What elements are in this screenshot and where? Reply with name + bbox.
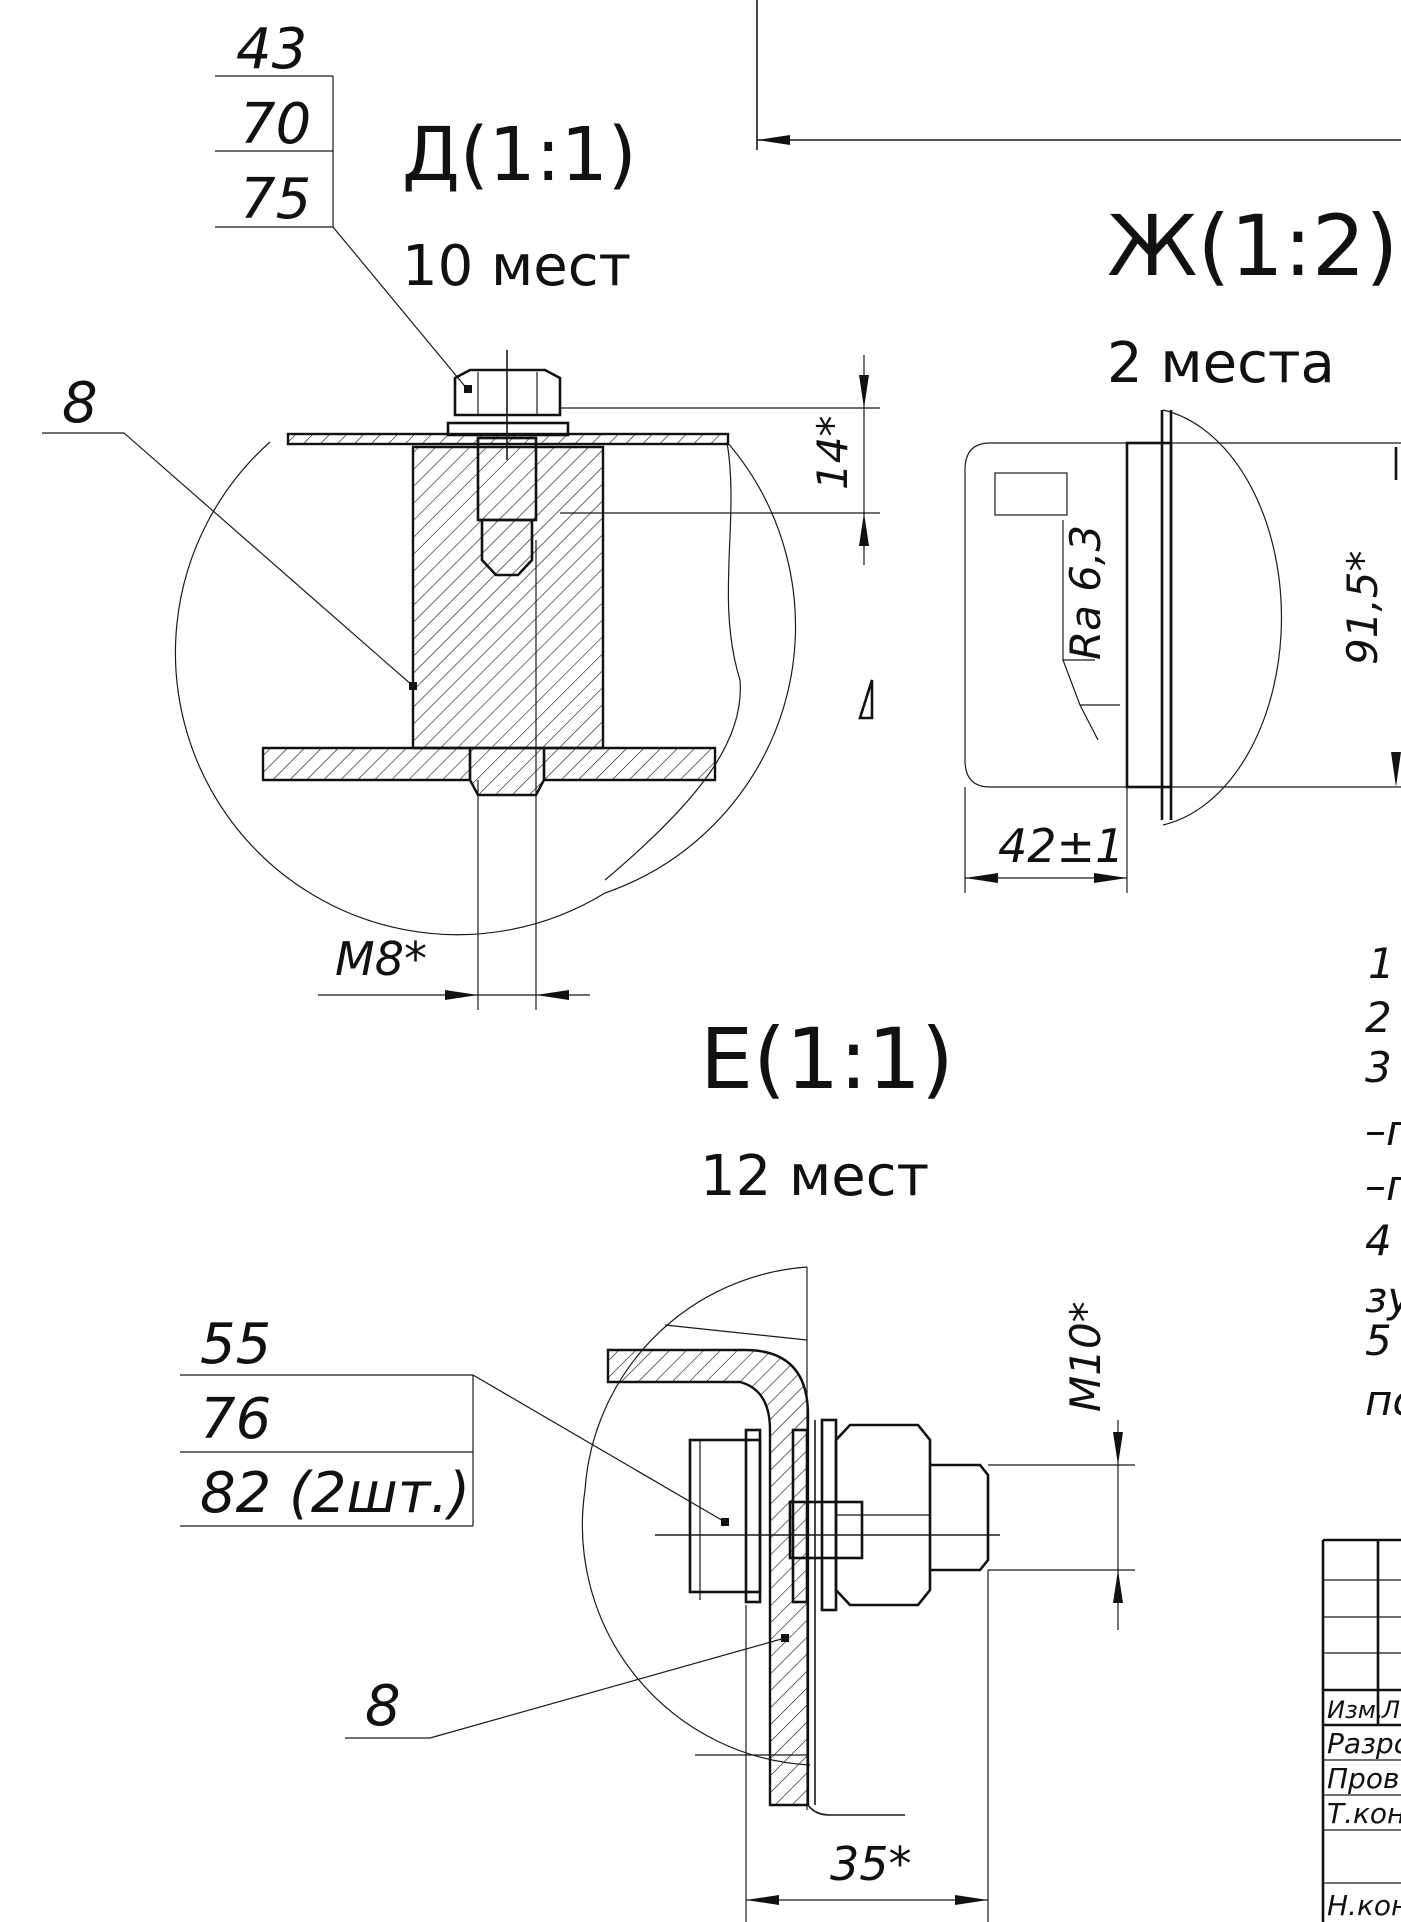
leader-number: 70 <box>240 92 311 157</box>
title-block-cell: Пров. <box>1327 1762 1401 1795</box>
note-line: 1 <box>1368 939 1395 988</box>
title-block-cell: Л <box>1381 1696 1400 1724</box>
note-line: 4 <box>1365 1216 1392 1265</box>
detail-circle <box>174 441 797 936</box>
title-block-cell: Разрс <box>1327 1727 1401 1760</box>
note-line: 5 <box>1365 1316 1392 1365</box>
note-line: зу <box>1365 1273 1401 1322</box>
view-d-title: Д(1:1) <box>402 112 637 198</box>
leader-number: 76 <box>200 1387 271 1452</box>
view-e-dim-thread: M10* <box>1061 1301 1110 1412</box>
leader-number: 75 <box>240 167 311 232</box>
view-e-dim-length: 35* <box>830 1837 912 1891</box>
view-zh-dim-width: 42±1 <box>998 819 1124 873</box>
notes-fragment: 1 2 3 –п –п 4 зу 5 пс <box>1365 939 1401 1425</box>
title-block-cell: Н.конт <box>1327 1889 1401 1922</box>
view-d-leader-stack: 43 70 75 <box>215 17 472 393</box>
note-line: 3 <box>1365 1043 1392 1092</box>
title-block-cell: Т.конт <box>1327 1797 1401 1830</box>
view-d: Д(1:1) 10 мест 43 70 75 8 <box>42 17 880 1010</box>
view-zh-count: 2 места <box>1107 331 1335 396</box>
view-d-count: 10 мест <box>402 234 631 299</box>
view-e-part-label: 8 <box>365 1674 401 1739</box>
view-d-dim-height: 14* <box>808 416 857 490</box>
note-line: 2 <box>1365 993 1392 1042</box>
title-block: Изм. Л Разрс Пров. Т.конт Н.конт <box>1321 1538 1401 1922</box>
view-e-title: Е(1:1) <box>700 1010 954 1108</box>
frame-top-right <box>756 0 1401 150</box>
note-line: –п <box>1365 1161 1401 1210</box>
note-line: пс <box>1365 1376 1401 1425</box>
view-zh-dim-height: 91,5* <box>1338 550 1387 665</box>
title-block-cell: Изм. <box>1327 1696 1383 1724</box>
standoff <box>411 445 605 750</box>
leader-number: 43 <box>236 17 307 82</box>
view-d-dim-thread: M8* <box>335 932 427 986</box>
view-e-count: 12 мест <box>700 1144 929 1209</box>
leader-number: 55 <box>200 1312 271 1377</box>
bolt-head <box>453 368 562 417</box>
view-zh: Ж(1:2) 2 места Ra 6,3 91,5* 42±1 <box>964 197 1401 893</box>
view-e: Е(1:1) 12 мест 55 76 82 (2шт.) 8 <box>180 1010 1135 1922</box>
leader-number: 82 (2шт.) <box>200 1461 470 1526</box>
note-line: –п <box>1365 1106 1401 1155</box>
view-zh-title: Ж(1:2) <box>1107 197 1398 295</box>
roughness-label: Ra 6,3 <box>1061 525 1110 660</box>
view-d-part-label: 8 <box>62 371 98 436</box>
detail-circle <box>581 1266 811 1766</box>
